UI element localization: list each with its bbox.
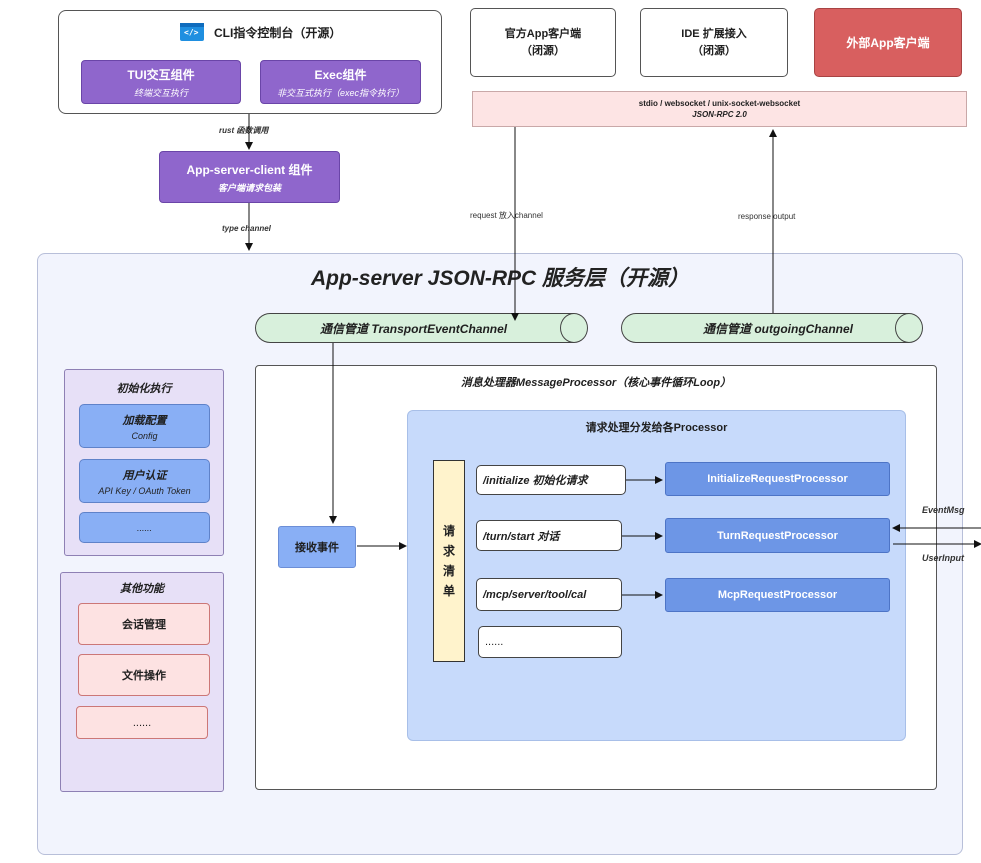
mcp-request-processor[interactable]: McpRequestProcessor — [665, 578, 890, 612]
initialize-request-processor[interactable]: InitializeRequestProcessor — [665, 462, 890, 496]
cli-console-header: </> CLI指令控制台（开源） — [180, 22, 341, 42]
request-in-label: request 放入channel — [470, 211, 543, 220]
load-config-card[interactable]: 加载配置 Config — [79, 404, 210, 448]
external-app-client[interactable]: 外部App客户端 — [814, 8, 962, 77]
app-server-client-label: App-server-client 组件 — [186, 162, 313, 177]
load-config-sub: Config — [131, 430, 158, 441]
user-auth-sub: API Key / OAuth Token — [98, 485, 191, 496]
init-more-card[interactable]: ...... — [79, 512, 210, 543]
tui-component-label: TUI交互组件 — [127, 67, 195, 82]
route-turn-start[interactable]: /turn/start 对话 — [476, 520, 622, 551]
receive-event-label: 接收事件 — [295, 542, 339, 554]
outgoing-pipe-label: 通信管道 outgoingChannel — [703, 322, 853, 336]
rust-call-label: rust 函数调用 — [219, 126, 269, 135]
user-auth-card[interactable]: 用户认证 API Key / OAuth Token — [79, 459, 210, 503]
init-more-label: ...... — [136, 522, 152, 533]
file-operations-label: 文件操作 — [122, 670, 166, 682]
other-more-label: ...... — [132, 716, 152, 729]
request-list: 请求清单 — [433, 460, 465, 662]
app-server-title: App-server JSON-RPC 服务层（开源） — [310, 267, 690, 290]
response-out-label: response output — [738, 212, 796, 221]
other-panel-title: 其他功能 — [120, 583, 164, 595]
ide-extension-label: IDE 扩展接入 — [681, 27, 747, 40]
app-server-client-component[interactable]: App-server-client 组件 客户端请求包装 — [159, 151, 340, 203]
tui-component-sub: 终端交互执行 — [133, 87, 188, 98]
outgoing-channel: 通信管道 outgoingChannel — [621, 313, 923, 343]
terminal-code-icon: </> — [180, 23, 204, 41]
turn-request-processor[interactable]: TurnRequestProcessor — [665, 518, 890, 553]
exec-component-sub: 非交互式执行（exec指令执行） — [276, 87, 404, 98]
cli-console-title: CLI指令控制台（开源） — [214, 25, 342, 40]
session-management-card[interactable]: 会话管理 — [78, 603, 210, 645]
official-app-client[interactable]: 官方App客户端 （闭源） — [470, 8, 616, 77]
exec-component-label: Exec组件 — [314, 67, 367, 82]
transport-protocols: stdio / websocket / unix-socket-websocke… — [638, 99, 801, 108]
file-operations-card[interactable]: 文件操作 — [78, 654, 210, 696]
transport-protocol-bar: stdio / websocket / unix-socket-websocke… — [472, 91, 967, 127]
initialize-processor-label: InitializeRequestProcessor — [707, 473, 848, 485]
dispatch-title: 请求处理分发给各Processor — [585, 422, 728, 434]
route-mcp-tool-call[interactable]: /mcp/server/tool/cal — [476, 578, 622, 611]
session-management-label: 会话管理 — [122, 619, 166, 631]
receive-event-box[interactable]: 接收事件 — [278, 526, 356, 568]
jsonrpc-version: JSON-RPC 2.0 — [692, 110, 747, 119]
route-mcp-tool-call-label: /mcp/server/tool/cal — [483, 588, 587, 601]
external-app-client-label: 外部App客户端 — [846, 36, 930, 50]
message-processor-title: 消息处理器MessageProcessor（核心事件循环Loop） — [460, 377, 732, 389]
turn-processor-label: TurnRequestProcessor — [717, 529, 838, 542]
route-turn-start-label: /turn/start 对话 — [483, 530, 560, 543]
request-list-label: 请求清单 — [442, 524, 455, 598]
init-panel-title: 初始化执行 — [116, 383, 172, 395]
route-more[interactable]: ...... — [478, 626, 622, 658]
app-server-client-sub: 客户端请求包装 — [217, 182, 281, 193]
official-app-client-closed: （闭源） — [521, 44, 565, 57]
tui-component[interactable]: TUI交互组件 终端交互执行 — [81, 60, 241, 104]
mcp-processor-label: McpRequestProcessor — [717, 589, 838, 601]
type-channel-label: type channel — [222, 224, 271, 233]
transport-event-channel: 通信管道 TransportEventChannel — [255, 313, 588, 343]
event-msg-label: EventMsg — [922, 505, 965, 515]
route-more-label: ...... — [485, 636, 504, 648]
user-input-label: UserInput — [922, 553, 965, 563]
other-more-card[interactable]: ...... — [76, 706, 208, 739]
load-config-label: 加载配置 — [122, 414, 167, 427]
official-app-client-label: 官方App客户端 — [504, 27, 582, 40]
route-initialize-label: /initialize 初始化请求 — [483, 475, 588, 487]
route-initialize[interactable]: /initialize 初始化请求 — [476, 465, 626, 495]
ide-extension-client[interactable]: IDE 扩展接入 （闭源） — [640, 8, 788, 77]
user-auth-label: 用户认证 — [122, 469, 167, 482]
transport-pipe-label: 通信管道 TransportEventChannel — [320, 322, 508, 336]
ide-extension-closed: （闭源） — [692, 44, 736, 57]
exec-component[interactable]: Exec组件 非交互式执行（exec指令执行） — [260, 60, 421, 104]
